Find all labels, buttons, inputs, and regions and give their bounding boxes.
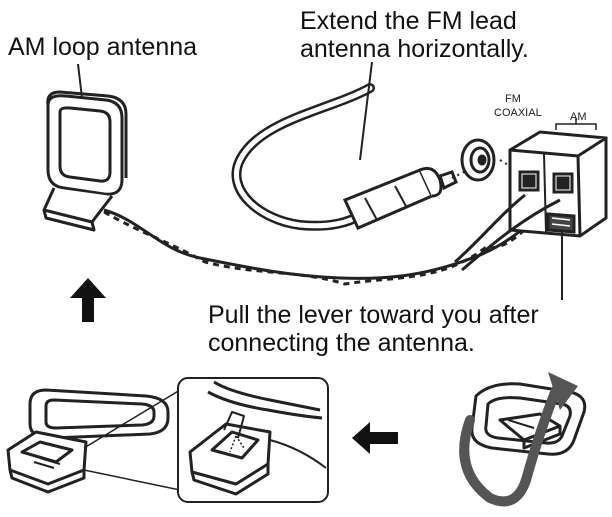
left-arrow-icon [352, 422, 398, 454]
fm-label-leader [359, 61, 373, 161]
am-loop-antenna-label: AM loop antenna [8, 33, 198, 61]
terminal-labels: FM COAXIAL AM [494, 93, 597, 130]
am-loop-antenna-illustration [42, 90, 128, 232]
zoom-detail-box [177, 377, 329, 503]
up-arrow-icon [70, 278, 106, 322]
am-cable-into-terminal [454, 193, 561, 272]
fm-lead-antenna-wire [231, 83, 375, 231]
pull-lever-instruction-line1: Pull the lever toward you after [208, 301, 539, 329]
rotation-arrow-icon [459, 372, 578, 507]
fm-lead-instruction-line2: antenna horizontally. [300, 34, 529, 63]
am-terminal-label: AM [570, 111, 587, 123]
pull-lever-instruction: Pull the lever toward you after connecti… [208, 301, 539, 357]
assembled-loop-antenna-illustration [6, 388, 170, 494]
am-loop-label-leader [77, 63, 83, 99]
fm-terminal-label-line1: FM [505, 93, 521, 105]
fm-lead-instruction: Extend the FM lead antenna horizontally. [300, 7, 529, 63]
fm-terminal-label-line2: COAXIAL [494, 107, 542, 119]
zoom-insert-arrow [229, 435, 245, 453]
pull-lever-instruction-line2: connecting the antenna. [208, 328, 475, 357]
fm-coaxial-plug [342, 166, 458, 230]
fm-coaxial-socket [460, 138, 496, 182]
zoom-connector-lines [83, 389, 181, 491]
fm-lead-instruction-line1: Extend the FM lead [300, 7, 517, 35]
am-twisted-cable [103, 204, 551, 286]
